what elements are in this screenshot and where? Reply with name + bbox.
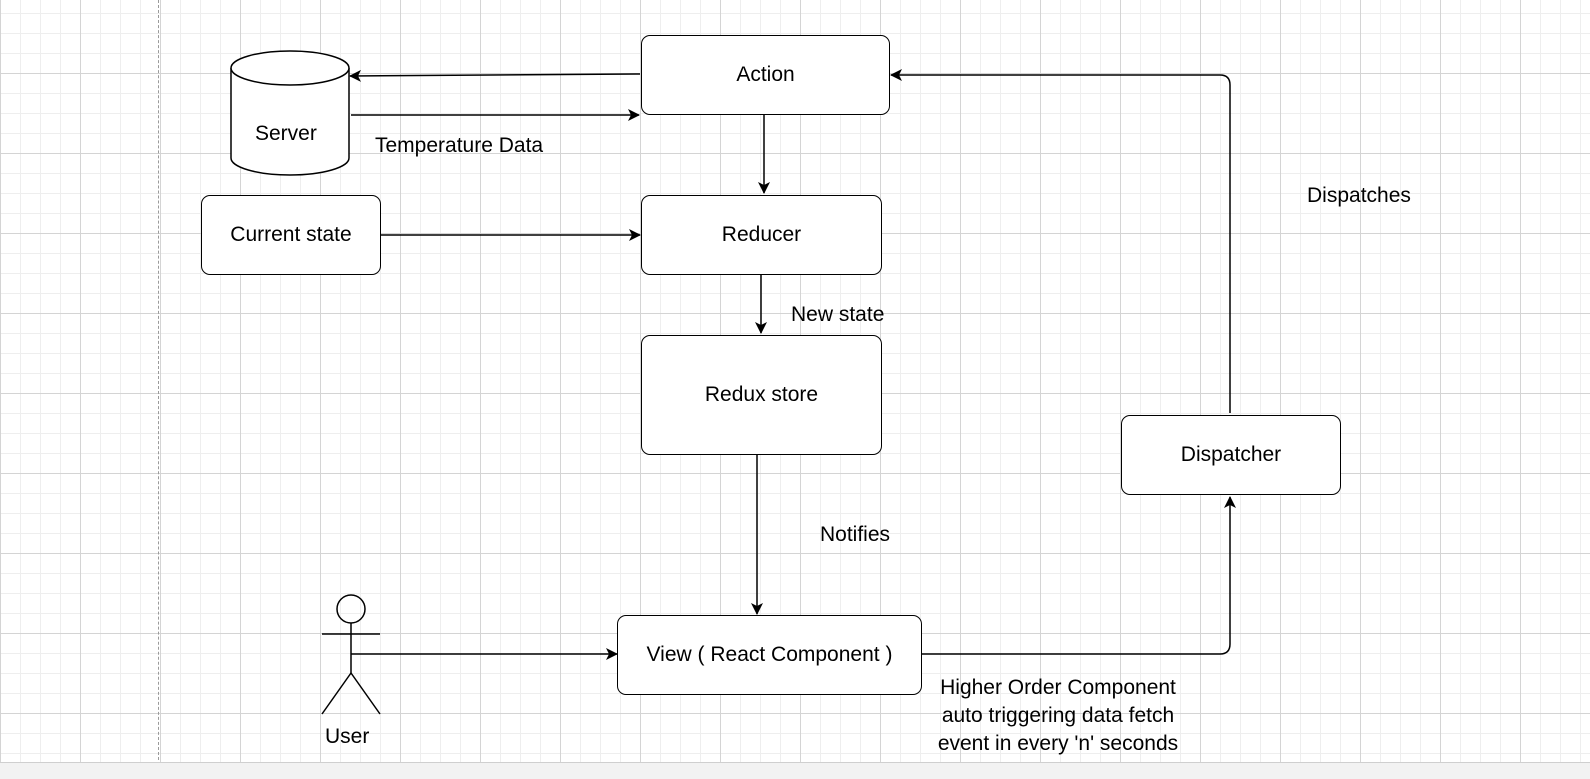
redux-store-label: Redux store	[704, 383, 819, 406]
user-actor-icon[interactable]	[321, 594, 381, 715]
view-react-component-label: View ( React Component )	[646, 643, 893, 666]
reducer-node[interactable]: Reducer	[641, 195, 882, 275]
action-label: Action	[736, 63, 795, 86]
hoc-line-3: event in every 'n' seconds	[937, 732, 1179, 755]
dispatcher-label: Dispatcher	[1180, 443, 1282, 466]
server-database-shape[interactable]	[230, 50, 350, 176]
temperature-data-label: Temperature Data	[375, 134, 544, 157]
edge-view-to-dispatcher	[922, 496, 1236, 655]
edge-action-to-server	[349, 69, 641, 82]
page-boundary-divider	[158, 0, 159, 760]
new-state-label: New state	[791, 303, 885, 326]
redux-store-node[interactable]: Redux store	[641, 335, 882, 455]
action-node[interactable]: Action	[641, 35, 890, 115]
dispatches-label: Dispatches	[1307, 184, 1411, 207]
hoc-description: Higher Order Component auto triggering d…	[913, 674, 1203, 758]
hoc-line-2: auto triggering data fetch	[941, 704, 1175, 727]
notifies-label: Notifies	[820, 523, 891, 546]
canvas-bottom-strip	[0, 762, 1590, 779]
view-react-component-node[interactable]: View ( React Component )	[617, 615, 922, 695]
user-label: User	[325, 725, 370, 748]
server-label: Server	[255, 122, 317, 145]
current-state-node[interactable]: Current state	[201, 195, 381, 275]
reducer-label: Reducer	[721, 223, 802, 246]
hoc-line-1: Higher Order Component	[940, 676, 1176, 699]
dispatcher-node[interactable]: Dispatcher	[1121, 415, 1341, 495]
current-state-label: Current state	[230, 223, 352, 246]
edge-dispatcher-to-action	[890, 69, 1231, 413]
